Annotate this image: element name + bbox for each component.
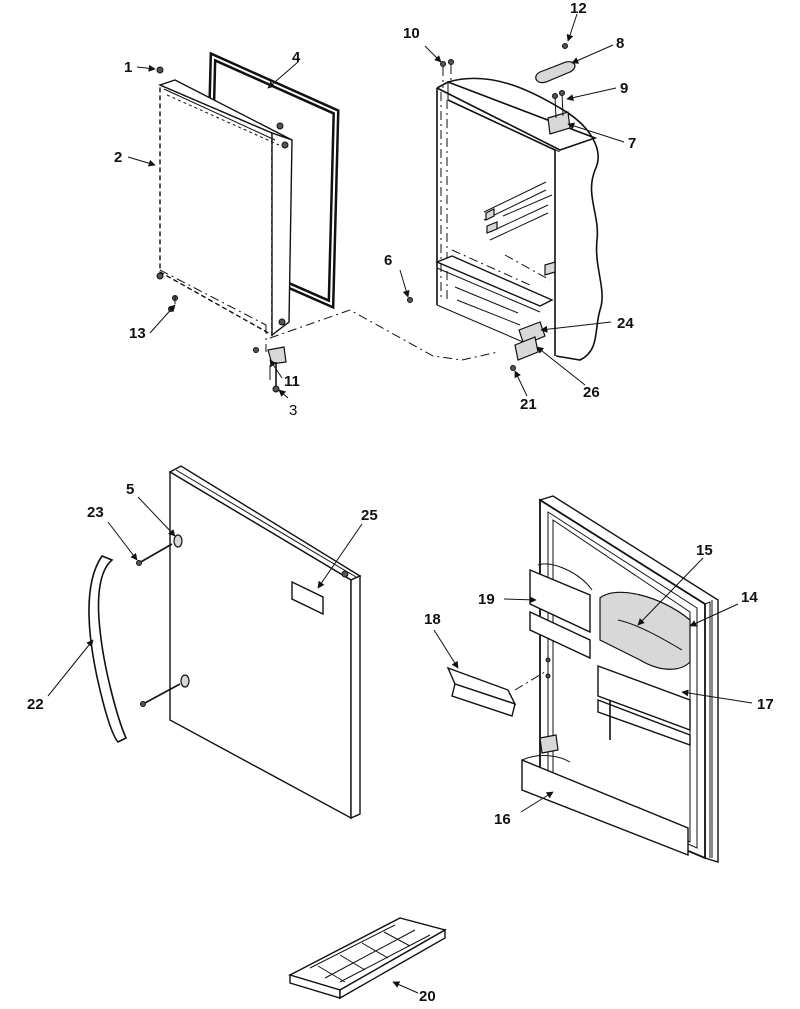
label-part-23: 23 xyxy=(87,504,104,521)
label-part-7: 7 xyxy=(628,135,636,152)
door-label-plate xyxy=(291,580,324,616)
ice-tray xyxy=(288,917,447,1000)
door-handle xyxy=(88,555,128,743)
lower-hinge-parts xyxy=(407,297,546,371)
fresh-food-door-inner xyxy=(446,495,719,863)
dairy-compartment xyxy=(599,591,691,670)
hinge-cover xyxy=(535,61,576,84)
label-part-19: 19 xyxy=(478,591,495,608)
label-part-15: 15 xyxy=(696,542,713,559)
label-part-9: 9 xyxy=(620,80,628,97)
label-part-13: 13 xyxy=(129,325,146,342)
cabinet-assembly xyxy=(407,43,603,371)
label-part-4: 4 xyxy=(292,49,301,66)
label-part-25: 25 xyxy=(361,507,378,524)
fresh-food-door-outer xyxy=(88,465,362,820)
label-part-6: 6 xyxy=(384,252,392,269)
label-part-14: 14 xyxy=(741,589,758,606)
freezer-door-assembly xyxy=(156,51,499,393)
label-part-5: 5 xyxy=(126,481,134,498)
label-part-3: 3 xyxy=(289,402,297,419)
door-bin-middle xyxy=(597,664,691,732)
freezer-door-panel xyxy=(158,79,293,337)
label-part-11: 11 xyxy=(284,373,300,390)
label-part-17: 17 xyxy=(757,696,774,713)
label-part-24: 24 xyxy=(617,315,634,332)
label-part-26: 26 xyxy=(583,384,600,401)
label-part-2: 2 xyxy=(114,149,122,166)
label-part-21: 21 xyxy=(520,396,537,413)
label-part-10: 10 xyxy=(403,25,420,42)
label-part-18: 18 xyxy=(424,611,441,628)
door-bin-lower xyxy=(521,758,689,857)
label-part-16: 16 xyxy=(494,811,511,828)
shelf-rails xyxy=(451,181,556,286)
label-part-1: 1 xyxy=(124,59,132,76)
label-part-8: 8 xyxy=(616,35,624,52)
door-bin-upper xyxy=(529,563,593,660)
bottom-hinge xyxy=(253,346,287,393)
label-part-12: 12 xyxy=(570,0,587,17)
label-part-20: 20 xyxy=(419,988,436,1005)
part-labels: 1 2 3 4 5 6 7 8 9 10 11 12 13 14 15 16 1… xyxy=(27,0,774,1005)
label-part-22: 22 xyxy=(27,696,44,713)
leader-lines xyxy=(47,13,753,994)
top-hinge xyxy=(547,90,571,135)
